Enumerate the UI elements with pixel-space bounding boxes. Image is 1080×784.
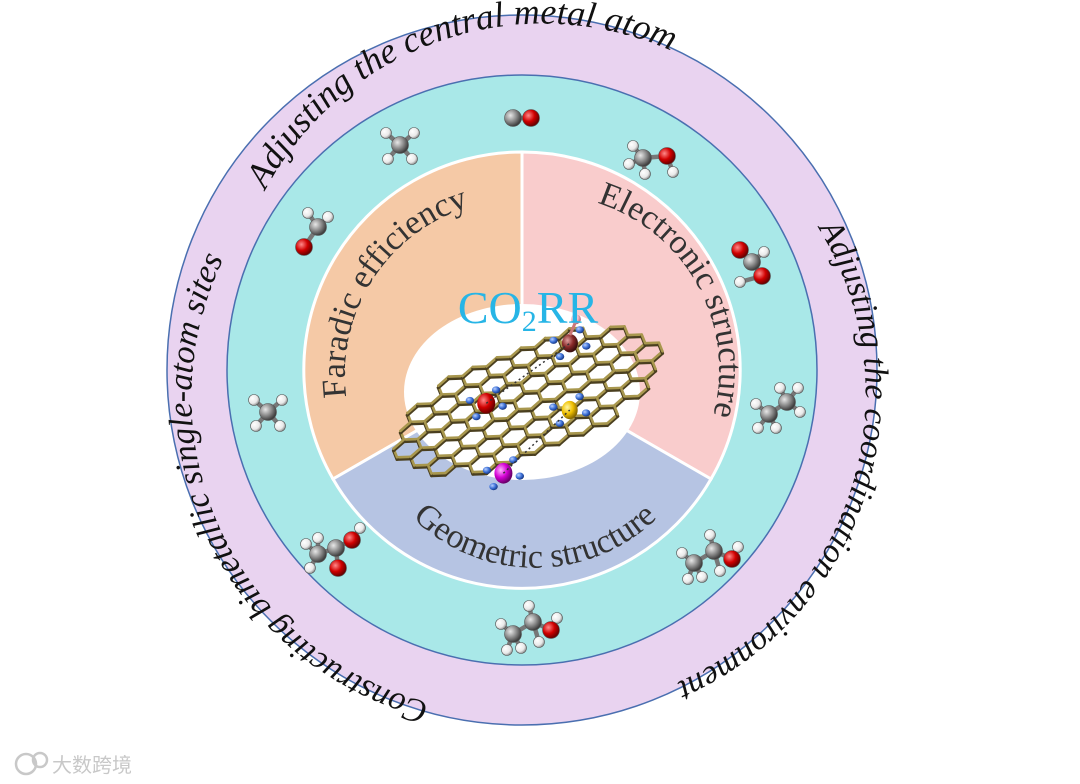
methanol-molecule-icon [623,140,679,180]
metal-atom-magenta-icon [494,462,513,484]
nitrogen-atom-icon [575,393,584,401]
watermark-text: 大数跨境 [52,753,132,777]
formaldehyde-molecule-icon [295,207,334,256]
nitrogen-atom-icon [581,409,591,417]
watermark: 大数跨境 [14,751,132,777]
ethane-molecule-icon [750,382,806,434]
nitrogen-atom-icon [555,419,565,428]
hydrogen-adsorbate-icon [570,314,581,325]
nitrogen-atom-icon [515,472,524,480]
nitrogen-atom-icon [491,386,501,394]
nitrogen-atom-icon [482,466,492,474]
nitrogen-atom-icon [489,483,498,491]
nitrogen-atom-icon [465,396,475,405]
center-title: CO2RR [458,282,599,338]
nitrogen-atom-icon [498,402,507,410]
formic-acid-molecule-icon [731,241,771,288]
methane-molecule-icon [380,127,420,165]
ethanol-molecule-icon [495,600,563,656]
nitrogen-atom-icon [575,326,585,334]
watermark-logo-icon [14,752,38,776]
graphene-sheet-icon [391,314,665,491]
metal-atom-yellow-icon [561,400,578,420]
nitrogen-atom-icon [472,413,481,421]
nitrogen-atom-icon [555,352,565,361]
carbon-monoxide-molecule-icon [504,109,540,127]
acetic-acid-molecule-icon [300,522,366,577]
ethanol-molecule-icon [676,529,744,585]
nitrogen-atom-icon [549,336,558,344]
nitrogen-atom-icon [509,456,518,464]
metal-atom-brown-icon [561,333,578,353]
molecule-layer [248,109,806,656]
nitrogen-atom-icon [582,342,591,350]
nitrogen-atom-icon [549,403,558,411]
methane-molecule-icon [248,394,288,432]
